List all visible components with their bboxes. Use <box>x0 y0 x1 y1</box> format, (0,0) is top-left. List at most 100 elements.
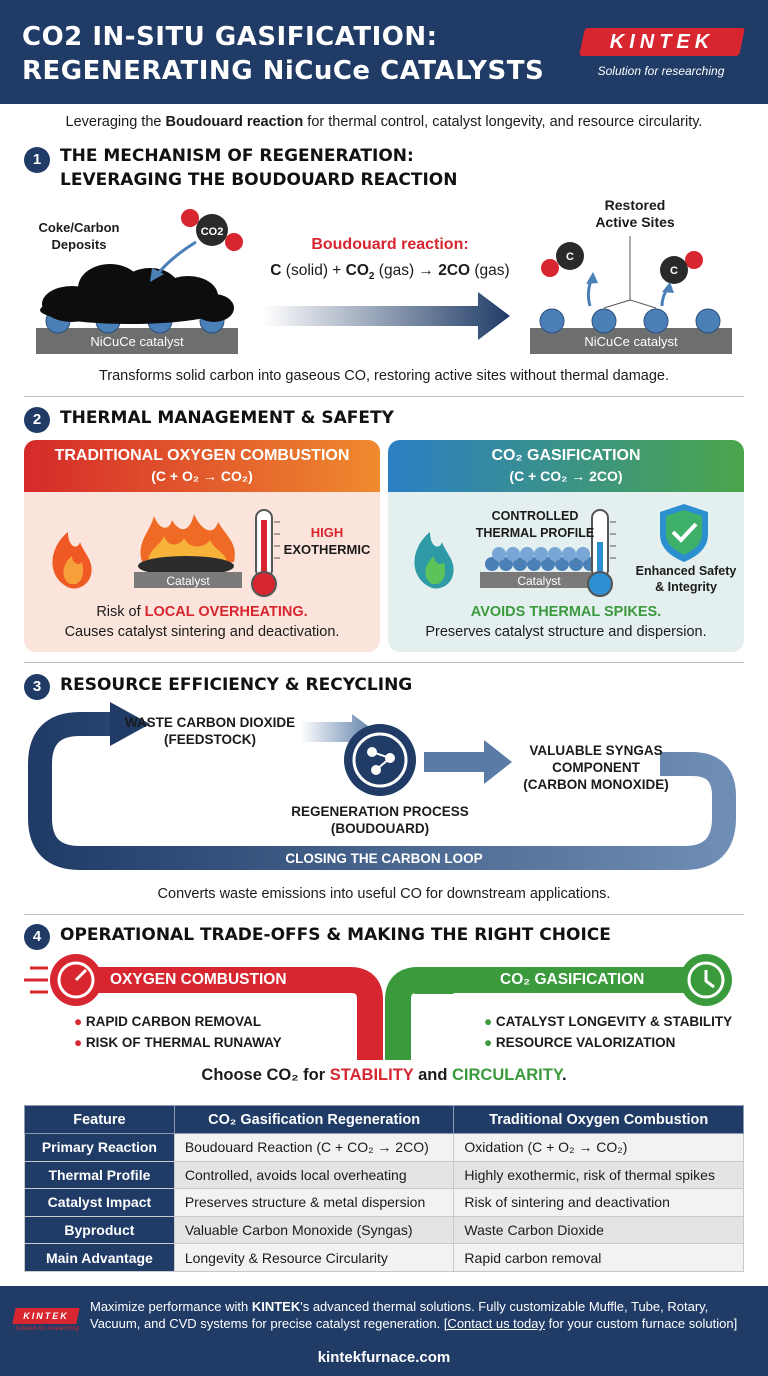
table-cell: Longevity & Resource Circularity <box>173 1243 455 1272</box>
table-feature-cell: Byproduct <box>24 1215 175 1245</box>
choose-stability: STABILITY <box>329 1066 414 1084</box>
risk-highlight: LOCAL OVERHEATING. <box>144 604 308 620</box>
co2-gasification-label: CO₂ GASIFICATION <box>500 971 645 988</box>
table-cell: Risk of sintering and deactivation <box>453 1188 744 1217</box>
restored-label: Restored Active Sites <box>570 197 700 231</box>
section1-title-line2: LEVERAGING THE BOUDOUARD REACTION <box>60 170 458 190</box>
section4-number: 4 <box>24 924 50 950</box>
footer-logo[interactable]: KINTEK <box>12 1308 80 1324</box>
footer: KINTEK Solution for researching Maximize… <box>0 1286 768 1376</box>
feed-1: WASTE CARBON DIOXIDE <box>124 715 296 730</box>
oxygen-path-band <box>60 967 383 1060</box>
table-header: CO₂ Gasification Regeneration <box>173 1105 455 1134</box>
flame-icon <box>52 532 92 589</box>
eq-2co: 2CO <box>438 262 471 279</box>
table-cell: Oxidation (C + O₂ → CO₂) <box>453 1133 744 1162</box>
footer-brand: KINTEK <box>251 1299 301 1314</box>
process-label: REGENERATION PROCESS (BOUDOUARD) <box>280 803 480 837</box>
coke-label-2: Deposits <box>51 237 107 252</box>
co2-panel-equation: (C + CO₂ → 2CO) <box>509 468 623 484</box>
divider-3 <box>24 914 744 915</box>
header-banner: CO2 IN-SITU GASIFICATION: REGENERATING N… <box>0 0 768 104</box>
tag-exothermic: EXOTHERMIC <box>283 542 371 557</box>
oxygen-point-1-text: RAPID CARBON REMOVAL <box>85 1014 262 1029</box>
feedstock-label: WASTE CARBON DIOXIDE (FEEDSTOCK) <box>112 714 308 748</box>
oxygen-catalyst-label: Catalyst <box>166 574 210 588</box>
table-cell: Controlled, avoids local overheating <box>173 1160 455 1190</box>
co2-point-2-text: RESOURCE VALORIZATION <box>495 1035 676 1050</box>
footer-logo-tagline: Solution for researching <box>15 1326 79 1332</box>
safety-2: & Integrity <box>655 580 717 594</box>
table-cell: Highly exothermic, risk of thermal spike… <box>453 1160 744 1190</box>
table-row: Primary Reaction Boudouard Reaction (C +… <box>24 1133 744 1162</box>
oxygen-combustion-label: OXYGEN COMBUSTION <box>110 971 287 988</box>
table-header: Feature <box>24 1105 175 1134</box>
co-molecule-left <box>541 242 584 277</box>
regeneration-mechanism-diagram: CO2 C C <box>36 209 732 354</box>
co2-highlight-text: AVOIDS THERMAL SPIKES. <box>470 604 662 620</box>
page-title-line2: REGENERATING NiCuCe CATALYSTS <box>22 56 545 86</box>
restored-label-2: Active Sites <box>595 214 675 230</box>
section2-title: THERMAL MANAGEMENT & SAFETY <box>60 408 394 428</box>
table-feature-cell: Thermal Profile <box>24 1160 175 1190</box>
oxygen-combustion-illustration <box>52 509 280 597</box>
product-2: COMPONENT <box>552 760 640 775</box>
divider-1 <box>24 396 744 397</box>
table-feature-cell: Catalyst Impact <box>24 1188 175 1217</box>
transformation-arrow <box>262 292 510 340</box>
choose-circularity: CIRCULARITY <box>452 1066 562 1084</box>
table-cell: Boudouard Reaction (C + CO₂ → 2CO) <box>173 1133 455 1162</box>
catalyst-base-left <box>36 328 238 354</box>
subtitle: Leveraging the Boudouard reaction for th… <box>0 114 768 130</box>
table-row: Catalyst Impact Preserves structure & me… <box>24 1188 744 1217</box>
reaction-equation: C (solid) + CO2 (gas) → 2CO (gas) <box>240 262 540 282</box>
process-icon <box>344 724 416 796</box>
loop-label: CLOSING THE CARBON LOOP <box>285 851 483 866</box>
table-row: Thermal Profile Controlled, avoids local… <box>24 1160 744 1190</box>
kintek-logo[interactable]: KINTEK <box>579 28 745 56</box>
logo-tagline: Solution for researching <box>597 64 725 78</box>
eq-c: C <box>270 262 282 279</box>
table-feature-cell: Primary Reaction <box>24 1133 175 1162</box>
section1-number: 1 <box>24 147 50 173</box>
oxygen-risk-detail: Causes catalyst sintering and deactivati… <box>64 624 340 640</box>
table-cell: Valuable Carbon Monoxide (Syngas) <box>173 1215 455 1245</box>
eq-gas2: (gas) <box>470 262 510 279</box>
table-header: Traditional Oxygen Combustion <box>453 1105 744 1134</box>
contact-link[interactable]: [Contact us today <box>443 1316 545 1331</box>
section4-title: OPERATIONAL TRADE-OFFS & MAKING THE RIGH… <box>60 925 611 945</box>
eq-co: CO <box>345 262 369 279</box>
eq-sub: 2 <box>368 271 375 283</box>
process-1: REGENERATION PROCESS <box>291 804 469 819</box>
coke-label: Coke/Carbon Deposits <box>24 219 134 253</box>
co2-point-1: ● CATALYST LONGEVITY & STABILITY <box>484 1014 733 1029</box>
eq-gas: (gas) → <box>374 262 439 279</box>
restored-label-1: Restored <box>604 197 666 213</box>
co-atom-left: C <box>566 251 574 263</box>
section3-number: 3 <box>24 674 50 700</box>
co2-up-arrow <box>414 970 454 994</box>
choose-and: and <box>413 1066 452 1084</box>
choose-pre: Choose CO₂ for <box>201 1066 330 1084</box>
oxygen-point-2: ● RISK OF THERMAL RUNAWAY <box>74 1035 282 1050</box>
carbon-loop-band <box>28 712 736 870</box>
table-header-row: Feature CO₂ Gasification Regeneration Tr… <box>24 1105 744 1134</box>
tradeoff-diagram <box>24 954 732 1060</box>
co2-points: ● CATALYST LONGEVITY & STABILITY ● RESOU… <box>484 1011 732 1053</box>
page-title-line1: CO2 IN-SITU GASIFICATION: <box>22 22 438 52</box>
footer-logo-text: KINTEK <box>23 1311 69 1321</box>
tag-high: HIGH <box>310 525 344 540</box>
product-label: VALUABLE SYNGAS COMPONENT (CARBON MONOXI… <box>506 742 686 793</box>
comparison-table: Feature CO₂ Gasification Regeneration Tr… <box>24 1105 744 1272</box>
co-atom-right: C <box>670 265 678 277</box>
shield-check-icon <box>660 504 708 562</box>
table-row: Byproduct Valuable Carbon Monoxide (Syng… <box>24 1215 744 1245</box>
footer-text-pre: Maximize performance with <box>90 1299 252 1314</box>
section1-title-line1: THE MECHANISM OF REGENERATION: <box>60 146 414 166</box>
website-link[interactable]: kintekfurnace.com <box>317 1349 451 1366</box>
footer-text-post: 's advanced thermal solutions. Fully cus… <box>90 1299 709 1331</box>
stable-catalyst <box>480 547 598 588</box>
process-2: (BOUDOUARD) <box>330 821 430 836</box>
table-cell: Preserves structure & metal dispersion <box>173 1188 455 1217</box>
co-molecule-right <box>660 251 703 284</box>
